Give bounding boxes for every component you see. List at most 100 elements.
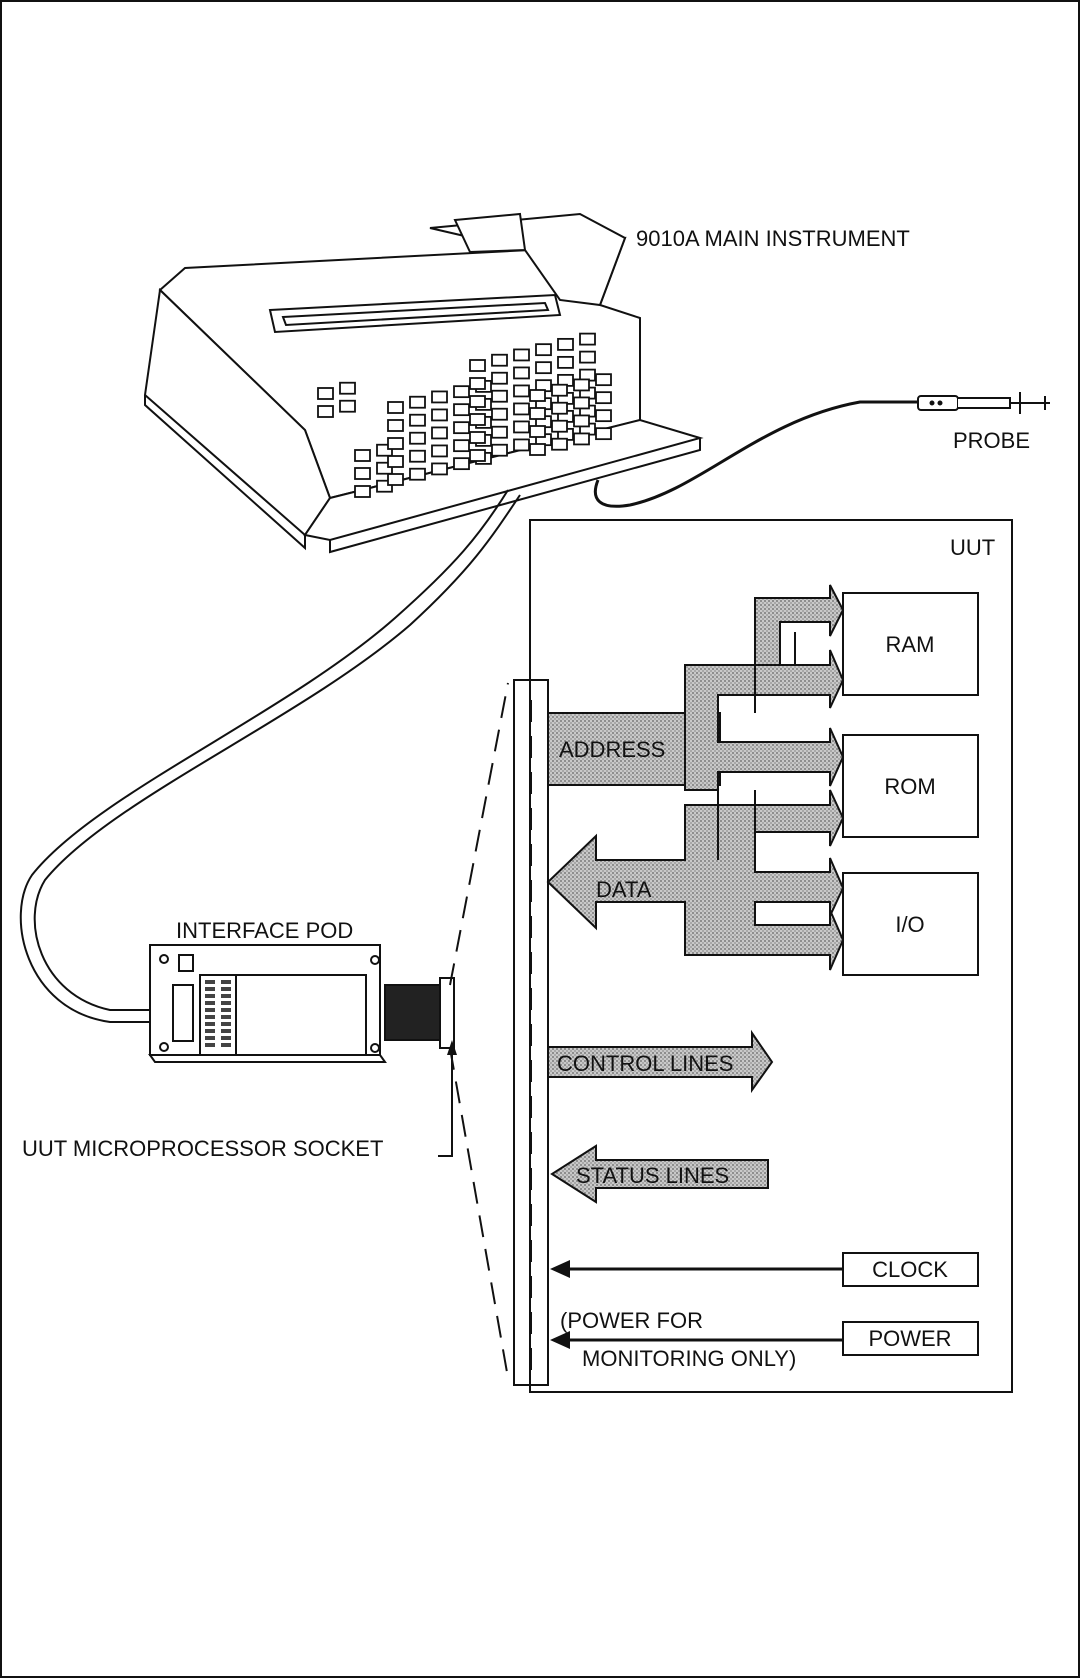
keypad-key	[573, 432, 590, 446]
keypad-key	[431, 408, 448, 422]
keypad-key	[469, 449, 486, 462]
keypad-key	[579, 350, 596, 364]
rom-block	[842, 734, 979, 838]
keypad-key	[513, 402, 530, 416]
uut-socket-label: UUT MICROPROCESSOR SOCKET	[22, 1136, 383, 1161]
keypad-key	[513, 384, 530, 398]
keypad-key	[529, 389, 546, 402]
pod-cable-inner	[19, 489, 509, 1023]
main-instrument-illustration	[143, 212, 704, 554]
io-block	[842, 872, 979, 976]
status-lines-bus	[550, 1144, 769, 1204]
socket-projection-line-lower	[449, 1047, 509, 1379]
pod-switch	[205, 1029, 215, 1033]
pod-switch	[221, 1001, 231, 1005]
keypad-key	[453, 421, 470, 435]
interface-pod-illustration	[148, 944, 455, 1063]
keypad-key	[529, 425, 546, 438]
keypad-key	[491, 425, 508, 439]
keypad-key	[469, 377, 486, 390]
keypad-key	[387, 419, 404, 432]
keypad-key	[595, 391, 612, 405]
pod-switch	[205, 1008, 215, 1012]
power-label: POWER	[868, 1326, 951, 1351]
keypad-key	[453, 439, 470, 453]
keypad-key	[387, 473, 404, 486]
pod-switch	[221, 980, 231, 984]
keypad-key	[317, 405, 334, 418]
keypad-key	[354, 485, 371, 498]
interface-pod-label: INTERFACE POD	[176, 918, 353, 943]
pod-switch	[205, 994, 215, 998]
keypad-key	[551, 419, 568, 433]
keypad-key	[491, 443, 508, 457]
keypad-key	[595, 427, 612, 441]
keypad-key	[573, 414, 590, 428]
pod-switch	[221, 1008, 231, 1012]
control-lines-label: CONTROL LINES	[557, 1051, 733, 1076]
pod-switch	[221, 994, 231, 998]
keypad-key	[551, 401, 568, 415]
pod-cable	[33, 494, 521, 1011]
control-lines-bus	[547, 1029, 774, 1094]
keypad-key	[513, 420, 530, 434]
data-bus-label: DATA	[596, 877, 652, 902]
address-bus-label: ADDRESS	[559, 737, 665, 762]
keypad-key	[573, 396, 590, 410]
main-instrument-label: 9010A MAIN INSTRUMENT	[636, 226, 910, 251]
keypad-key	[513, 366, 530, 380]
keypad-key	[469, 395, 486, 408]
io-label: I/O	[895, 912, 924, 937]
data-bus	[546, 789, 845, 971]
pod-switch	[221, 1022, 231, 1026]
keypad-key	[339, 399, 356, 413]
instrument-keypad	[317, 332, 612, 498]
keypad-key	[535, 361, 552, 375]
keypad-key	[453, 385, 470, 399]
keypad-key	[551, 437, 568, 451]
keypad-key	[595, 409, 612, 423]
signal-lines	[550, 1260, 843, 1349]
keypad-key	[529, 407, 546, 420]
pod-switch	[221, 1029, 231, 1033]
keypad-key	[409, 395, 426, 409]
system-bus	[546, 584, 845, 1204]
pod-switch	[221, 1015, 231, 1019]
clock-arrowhead	[550, 1260, 570, 1278]
keypad-key	[453, 403, 470, 417]
keypad-key	[491, 407, 508, 421]
pod-switch	[205, 987, 215, 991]
keypad-key	[557, 337, 574, 351]
keypad-key	[469, 413, 486, 426]
probe-label: PROBE	[953, 428, 1030, 453]
probe-cable	[593, 400, 918, 508]
pod-switch	[205, 1001, 215, 1005]
keypad-key	[409, 467, 426, 481]
keypad-key	[469, 359, 486, 372]
keypad-key	[453, 457, 470, 471]
keypad-key	[535, 343, 552, 357]
keypad-key	[431, 444, 448, 458]
keypad-key	[376, 443, 393, 457]
probe-illustration	[917, 392, 1050, 414]
keypad-key	[491, 371, 508, 385]
keypad-key	[431, 390, 448, 404]
rom-label: ROM	[884, 774, 935, 799]
uut-label: UUT	[950, 535, 995, 560]
keypad-key	[579, 332, 596, 346]
pod-switch	[205, 980, 215, 984]
keypad-key	[595, 373, 612, 387]
socket-pointer-arrow	[447, 1040, 457, 1055]
keypad-key	[387, 401, 404, 414]
keypad-key	[573, 378, 590, 392]
pod-switch	[221, 1043, 231, 1047]
pod-switch-array	[205, 980, 231, 1047]
ram-bus-feeder	[754, 584, 845, 666]
keypad-key	[387, 437, 404, 450]
keypad-key	[409, 449, 426, 463]
keypad-key	[491, 353, 508, 367]
keypad-key	[409, 431, 426, 445]
microprocessor-socket-bar	[513, 679, 549, 1386]
